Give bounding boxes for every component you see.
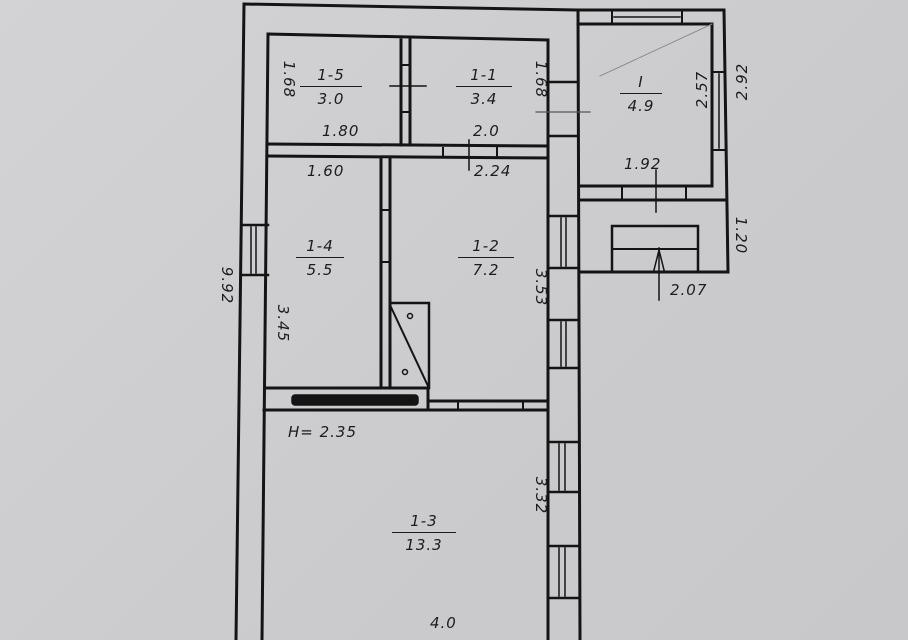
dim-room-1-1-width: 2.0 [473,122,500,140]
room-area: 13.3 [405,536,443,554]
room-1-5-label: 1-5 3.0 [300,66,362,108]
dim-room-1-3-height: 3.32 [532,476,551,515]
room-1-2-label: 1-2 7.2 [458,237,514,279]
dim-porch-depth: 1.20 [732,216,751,255]
ceiling-height-label: H= 2.35 [288,423,358,441]
room-1-4-label: 1-4 5.5 [296,237,344,279]
left-window [240,223,270,277]
porch [578,224,730,301]
room-area: 7.2 [472,261,500,279]
outer-wall [234,2,582,640]
room-1-1-label: 1-1 3.4 [456,66,512,108]
room-number: 1-2 [458,237,514,258]
dim-room-1-1-height: 1.68 [532,60,551,99]
dim-room-1-3-width: 4.0 [430,614,457,632]
dim-room-I-outer-height: 2.92 [733,62,752,101]
room-number: 1-3 [392,512,456,533]
room-number: 1-1 [456,66,512,87]
vestibule-walls [574,8,730,274]
room-area: 3.0 [317,90,345,108]
room-area: 5.5 [306,261,334,279]
dim-room-I-height: 2.57 [693,70,712,109]
dim-room-1-5-height: 1.68 [280,60,299,99]
room-area: 4.9 [627,97,655,115]
dim-porch-width: 2.07 [670,281,708,299]
room-I-label: I 4.9 [620,73,662,115]
dim-room-I-width: 1.92 [624,155,662,173]
room-number: I [620,73,662,94]
right-windows [535,80,591,600]
dim-overall-length: 9.92 [218,266,237,305]
interior-walls [262,38,550,412]
dim-room-1-2-height: 3.53 [532,268,551,307]
room-1-3-label: 1-3 13.3 [392,512,456,554]
dim-room-1-4-height: 3.45 [274,304,293,343]
dim-room-1-5-width: 1.80 [322,122,360,140]
room-number: 1-5 [300,66,362,87]
room-area: 3.4 [470,90,498,108]
dim-room-1-4-width: 1.60 [307,162,345,180]
room-number: 1-4 [296,237,344,258]
dim-room-1-2-width: 2.24 [474,162,512,180]
